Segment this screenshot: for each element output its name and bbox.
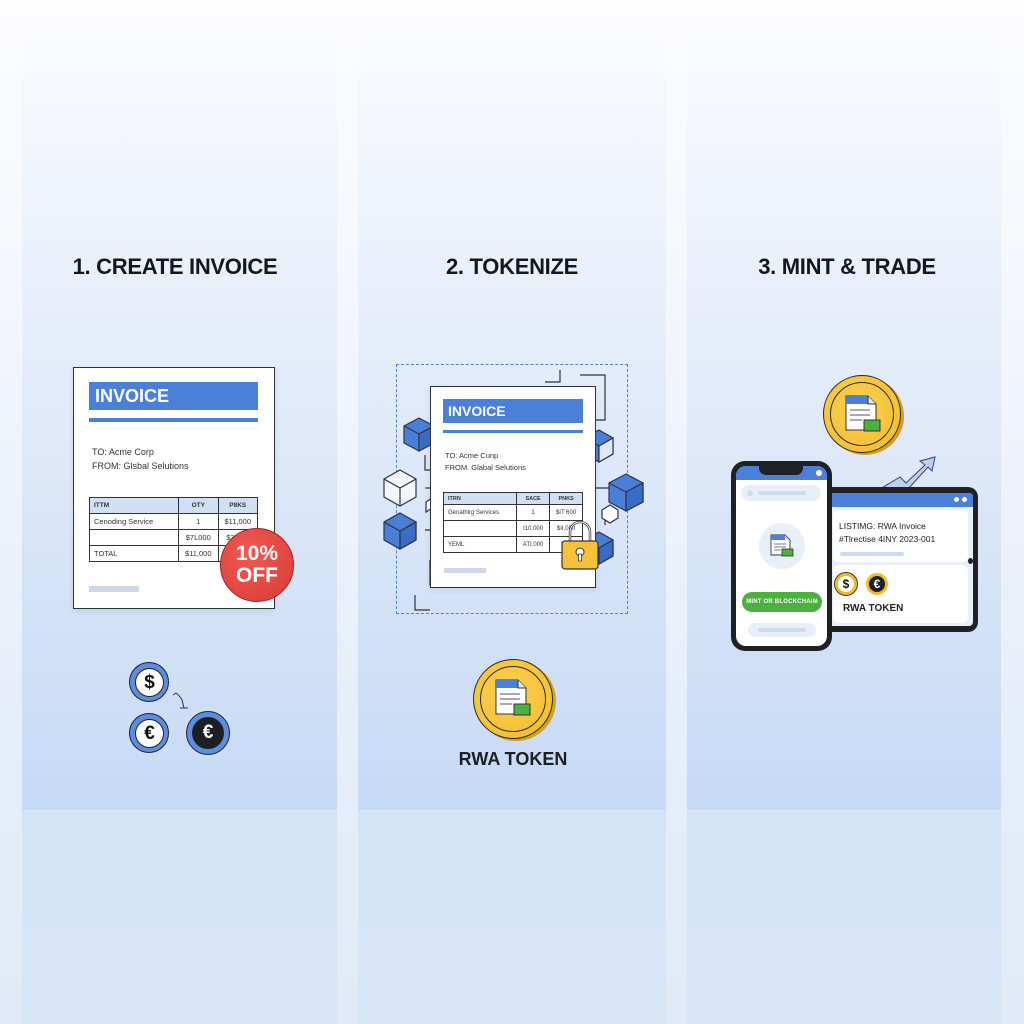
rwa-token-label: RWA TOKEN (458, 749, 568, 769)
invoice-table: ITTM OTY P8KS Cenoding Service 1 $11,000… (89, 497, 258, 562)
discount-badge: 10% OFF (220, 528, 294, 602)
footer-line (444, 568, 486, 573)
document-icon (495, 679, 531, 716)
rwa-token-label: RWA TOKEN (843, 603, 904, 614)
rwa-token-coin-icon (823, 375, 901, 453)
exchange-connector-icon (172, 692, 188, 709)
panel-footer-2 (358, 810, 666, 1024)
lock-icon (561, 520, 599, 570)
euro-coin-icon: € (866, 573, 888, 595)
listing-card[interactable]: LISTIMG: RWA Invoice #Tlrectise 4INY 202… (833, 510, 968, 562)
trend-up-arrow-icon (880, 456, 936, 490)
tablet-device: LISTIMG: RWA Invoice #Tlrectise 4INY 202… (808, 487, 978, 632)
euro-coin-dark-icon: € (186, 711, 230, 755)
phone-search-bar[interactable] (741, 485, 821, 501)
invoice-from: FROM. Glabal Selutions (445, 463, 526, 472)
table-row: Genathlrg Services 1 $IT 600 (443, 504, 583, 521)
step-title-1: 1. CREATE INVOICE (72, 254, 278, 279)
table-row: Cenoding Service 1 $11,000 (89, 513, 258, 530)
step-title-3: 3. MINT & TRADE (758, 254, 936, 279)
invoice-to: TO: Acme Cunp (445, 451, 499, 460)
phone-device: MINT OR BLOCKCHAIM (731, 461, 832, 651)
document-icon (845, 395, 881, 432)
rwa-token-coin-icon (473, 659, 553, 739)
invoice-table: ITRN SACE PNKS Genathlrg Services 1 $IT … (443, 492, 583, 553)
heading-rule (89, 418, 258, 422)
invoice-to: TO: Acme Corp (92, 447, 154, 457)
document-icon (770, 534, 794, 557)
invoice-document: INVOICE TO: Acme Corp FROM: Glsbal Selut… (73, 367, 275, 609)
listing-title: LISTIMG: RWA Invoice (839, 521, 926, 531)
table-row: YEML ATI.000 $00 (443, 536, 583, 553)
panel-footer-1 (22, 810, 337, 1024)
invoice-heading: INVOICE (89, 382, 258, 410)
mint-on-blockchain-button[interactable]: MINT OR BLOCKCHAIM (742, 592, 822, 612)
invoice-from: FROM: Glsbal Selutions (92, 461, 189, 471)
euro-coin-icon: € (129, 713, 169, 753)
panel-footer-3 (687, 810, 1001, 1024)
footer-line (89, 586, 139, 592)
invoice-document-tokenized: INVOICE TO: Acme Cunp FROM. Glabal Selut… (430, 386, 596, 588)
dollar-coin-icon: $ (129, 662, 169, 702)
phone-secondary-bar[interactable] (748, 623, 816, 637)
heading-rule (443, 430, 583, 433)
dollar-coin-icon: $ (834, 572, 858, 596)
invoice-thumbnail (759, 523, 805, 569)
tablet-app-header (813, 493, 973, 507)
invoice-heading: INVOICE (443, 399, 583, 423)
step-title-2: 2. TOKENIZE (446, 254, 578, 279)
phone-notch (759, 466, 803, 475)
token-card[interactable]: $ € RWA TOKEN (833, 565, 968, 623)
listing-id: #Tlrectise 4INY 2023-001 (839, 534, 936, 544)
